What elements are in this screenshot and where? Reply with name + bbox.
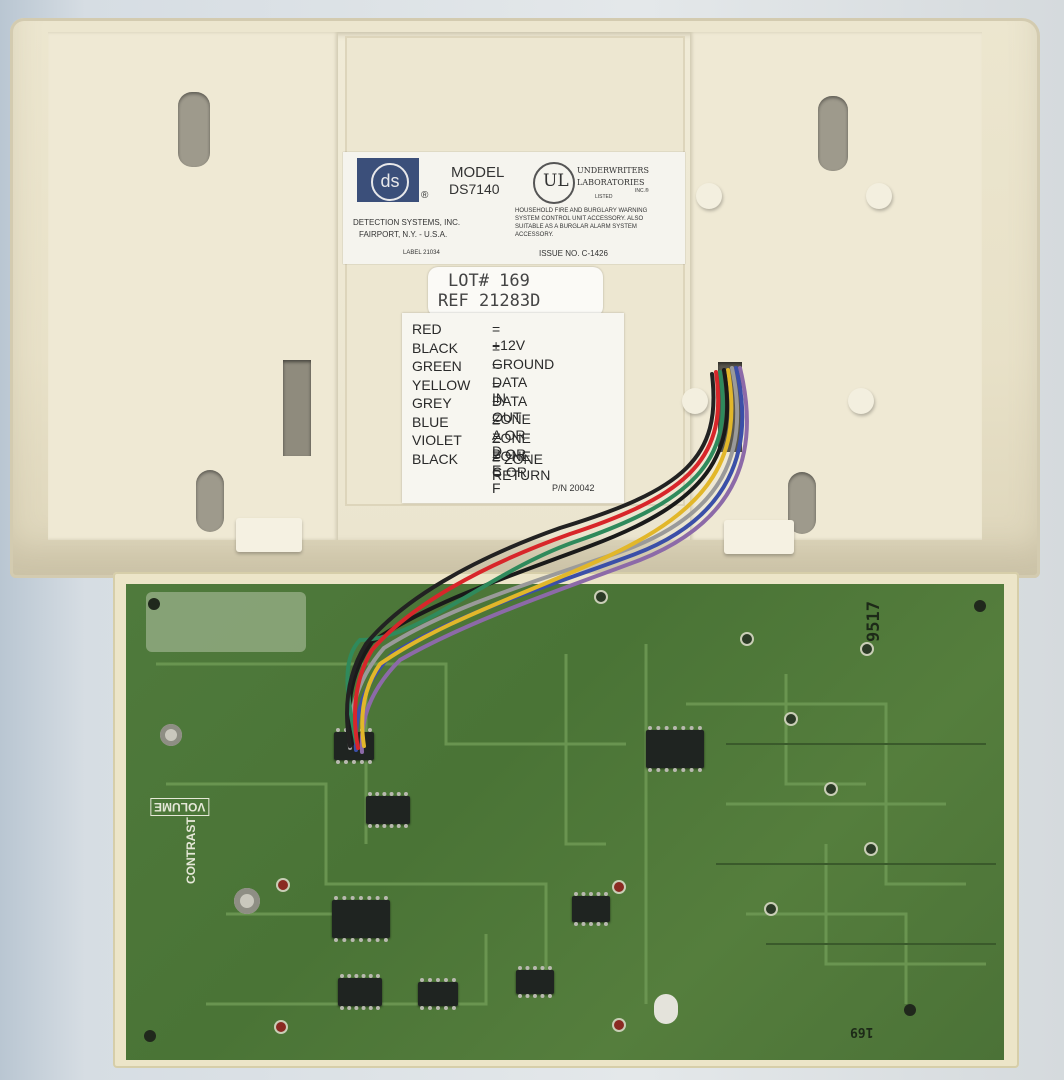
wire-black [347, 368, 730, 746]
volume-trimmer [160, 724, 182, 746]
ul-desc-2: SYSTEM CONTROL UNIT ACCESSORY. ALSO [515, 216, 644, 222]
wire-color-name: RED [412, 321, 442, 337]
cover-tab-left [236, 518, 302, 552]
wire-blue [353, 366, 745, 752]
lot-number: LOT# 169 [448, 271, 530, 291]
solder-pad [786, 714, 796, 724]
ic-chip [332, 896, 390, 942]
circuit-board: VOLUME CONTRAST 9517 169 [126, 584, 1004, 1060]
issue-number: ISSUE NO. C-1426 [539, 249, 608, 258]
ul-desc-3: SUITABLE AS A BURGLAR ALARM SYSTEM [515, 224, 637, 230]
cover-peg [848, 388, 874, 414]
wire-color-name: GREEN [412, 358, 462, 374]
pcb-glare [146, 592, 306, 652]
cover-tab-right [724, 520, 794, 554]
company-line-2: FAIRPORT, N.Y. - U.S.A. [359, 230, 448, 239]
solder-pad [766, 904, 776, 914]
solder-pad [596, 592, 606, 602]
cover-slot [283, 360, 311, 456]
wire-violet [359, 366, 749, 754]
solder-pad [614, 1020, 624, 1030]
ul-listed: LISTED [595, 194, 613, 200]
wire-yellow [360, 368, 734, 748]
mount-hole [974, 600, 986, 612]
solder-pad [826, 784, 836, 794]
keyhole-top-left [178, 92, 210, 167]
ds-logo-text: ds [371, 163, 409, 201]
wire-function: = ZONE C OR F [492, 432, 531, 496]
mount-hole [904, 1004, 916, 1016]
cover-peg [682, 388, 708, 414]
solder-pad [614, 882, 624, 892]
wire-function: = ZONE RETURN [492, 450, 551, 483]
model-title: MODEL [451, 164, 505, 181]
ul-logo: UL [533, 162, 575, 204]
cover-peg [696, 183, 722, 209]
solder-pad [276, 1022, 286, 1032]
wire-function: = DATA OUT [492, 376, 527, 425]
cover-peg [866, 183, 892, 209]
ref-number: REF 21283D [438, 291, 541, 311]
ul-desc-4: ACCESSORY. [515, 232, 554, 238]
ic-chip [418, 978, 458, 1010]
wire-black-return [345, 372, 716, 748]
wire-color-name: YELLOW [412, 376, 471, 393]
keyhole-bottom-left [196, 470, 224, 532]
lot-label: LOT# 169 REF 21283D [428, 267, 603, 317]
solder-pad [278, 880, 288, 890]
wire-function: = +12V [492, 321, 526, 353]
wire-color-name: BLACK [412, 339, 458, 356]
ul-mark: UL [543, 171, 569, 191]
wire-function: = DATA IN [492, 358, 527, 406]
ul-line-2: LABORATORIES [577, 178, 645, 187]
wire-color-name: GREY [412, 395, 452, 411]
ic-chip [516, 966, 554, 998]
solder-pad [742, 634, 752, 644]
company-line-1: DETECTION SYSTEMS, INC. [353, 218, 461, 227]
keyhole-top-right [818, 96, 848, 171]
wire-function: = ZONE B OR E [492, 413, 531, 478]
wire-green [345, 370, 725, 744]
ul-line-1: UNDERWRITERS [577, 166, 649, 175]
wire-function: = ZONE A OR D [492, 395, 531, 459]
ic-chip [572, 892, 610, 926]
wire-red [353, 370, 721, 750]
solder-pad [866, 844, 876, 854]
pcb-traces [156, 644, 996, 1006]
ic-chip [646, 726, 704, 772]
wire-color-name: VIOLET [412, 432, 462, 448]
model-label: ds ® MODEL DS7140 DETECTION SYSTEMS, INC… [343, 152, 685, 264]
ul-inc: INC.® [635, 188, 649, 194]
wiring-label: RED = +12V BLACK = GROUND GREEN = DATA IN YELL… [402, 313, 624, 503]
contrast-trimmer [234, 888, 260, 914]
mount-hole [148, 598, 160, 610]
label-number: LABEL 21034 [403, 250, 440, 256]
ic-chip [338, 974, 382, 1010]
part-number: P/N 20042 [552, 483, 595, 493]
model-number: DS7140 [449, 181, 500, 197]
ds-logo: ds [357, 158, 419, 202]
wire-grey [347, 366, 740, 750]
wire-color-name: BLACK [412, 450, 458, 467]
wire-function: = GROUND [492, 339, 555, 372]
ic-chip [366, 792, 410, 828]
wire-color-name: BLUE [412, 413, 449, 430]
button-switch [654, 994, 678, 1024]
solder-pad [862, 644, 872, 654]
registered-mark: ® [421, 190, 429, 201]
mount-hole [144, 1030, 156, 1042]
ul-desc-1: HOUSEHOLD FIRE AND BURGLARY WARNING [515, 208, 648, 214]
